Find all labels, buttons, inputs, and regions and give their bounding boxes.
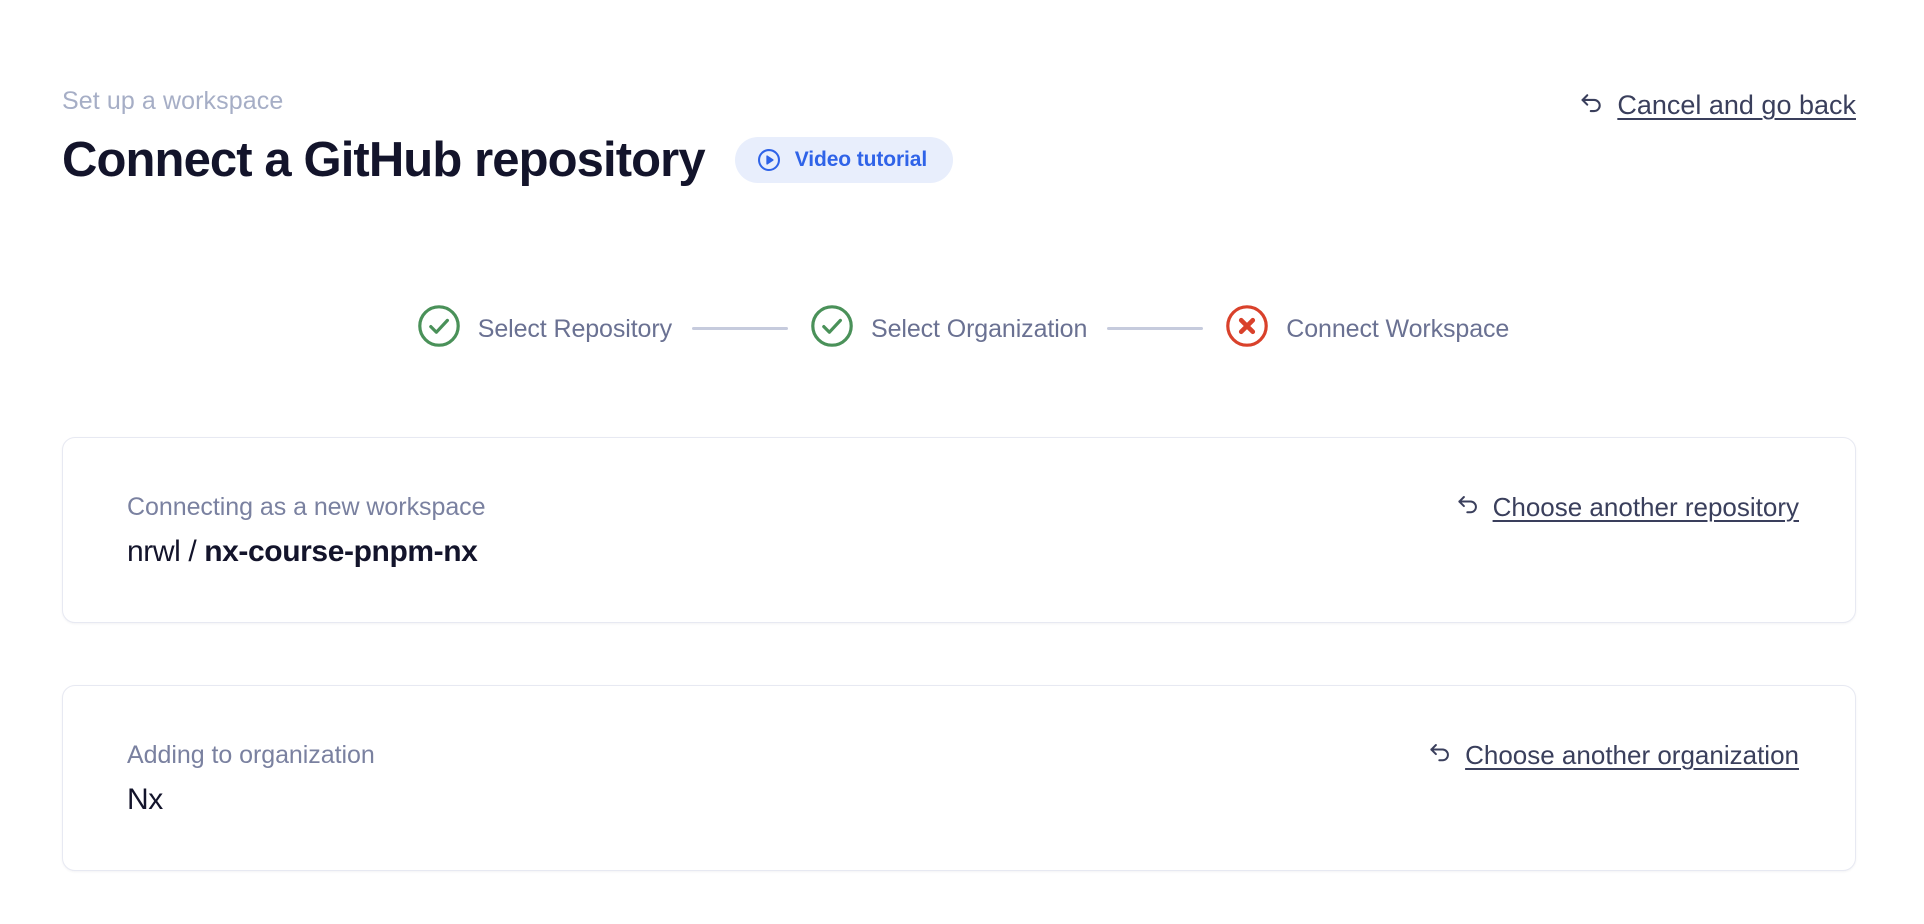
arrow-uturn-left-icon xyxy=(1454,490,1482,523)
cancel-and-go-back-link[interactable]: Cancel and go back xyxy=(1577,88,1856,122)
organization-card-value: Nx xyxy=(127,782,1795,818)
organization-card-caption: Adding to organization xyxy=(127,741,375,769)
page-header: Set up a workspace Connect a GitHub repo… xyxy=(62,86,1856,189)
title-row: Connect a GitHub repository Video tutori… xyxy=(62,131,1856,189)
cancel-and-go-back-label: Cancel and go back xyxy=(1617,90,1856,120)
repository-card-inner: Connecting as a new workspace nrwl / nx-… xyxy=(63,438,1855,622)
step-label-select-organization: Select Organization xyxy=(871,314,1088,343)
check-circle-icon xyxy=(415,302,463,355)
step-connect-workspace[interactable]: Connect Workspace xyxy=(1223,302,1509,355)
organization-name: Nx xyxy=(127,783,163,816)
organization-card: Adding to organization Nx Choose another… xyxy=(62,685,1856,871)
video-tutorial-button[interactable]: Video tutorial xyxy=(734,137,954,183)
repository-card-value: nrwl / nx-course-pnpm-nx xyxy=(127,534,1795,570)
step-connector-2 xyxy=(1107,327,1204,330)
step-label-connect-workspace: Connect Workspace xyxy=(1286,314,1510,343)
repository-card-caption: Connecting as a new workspace xyxy=(127,493,486,521)
progress-stepper: Select Repository Select Organization Co… xyxy=(0,302,1924,355)
play-circle-icon xyxy=(756,147,782,173)
step-select-repository[interactable]: Select Repository xyxy=(415,302,672,355)
step-connector-1 xyxy=(692,327,788,330)
step-label-select-repository: Select Repository xyxy=(477,314,672,343)
repository-owner: nrwl / xyxy=(127,535,205,568)
choose-another-organization-link[interactable]: Choose another organization xyxy=(1426,738,1799,771)
organization-card-inner: Adding to organization Nx Choose another… xyxy=(63,686,1855,870)
step-select-organization[interactable]: Select Organization xyxy=(808,302,1087,355)
page-eyebrow: Set up a workspace xyxy=(62,87,284,115)
video-tutorial-label: Video tutorial xyxy=(794,148,928,171)
choose-another-repository-label: Choose another repository xyxy=(1492,491,1799,522)
page-title: Connect a GitHub repository xyxy=(62,133,706,187)
x-circle-icon xyxy=(1223,302,1271,355)
choose-another-repository-link[interactable]: Choose another repository xyxy=(1454,490,1799,523)
arrow-uturn-left-icon xyxy=(1426,738,1454,771)
repository-name: nx-course-pnpm-nx xyxy=(204,535,478,568)
check-circle-icon xyxy=(808,302,856,355)
choose-another-organization-label: Choose another organization xyxy=(1465,739,1799,770)
arrow-uturn-left-icon xyxy=(1577,88,1606,122)
repository-card: Connecting as a new workspace nrwl / nx-… xyxy=(62,437,1856,623)
